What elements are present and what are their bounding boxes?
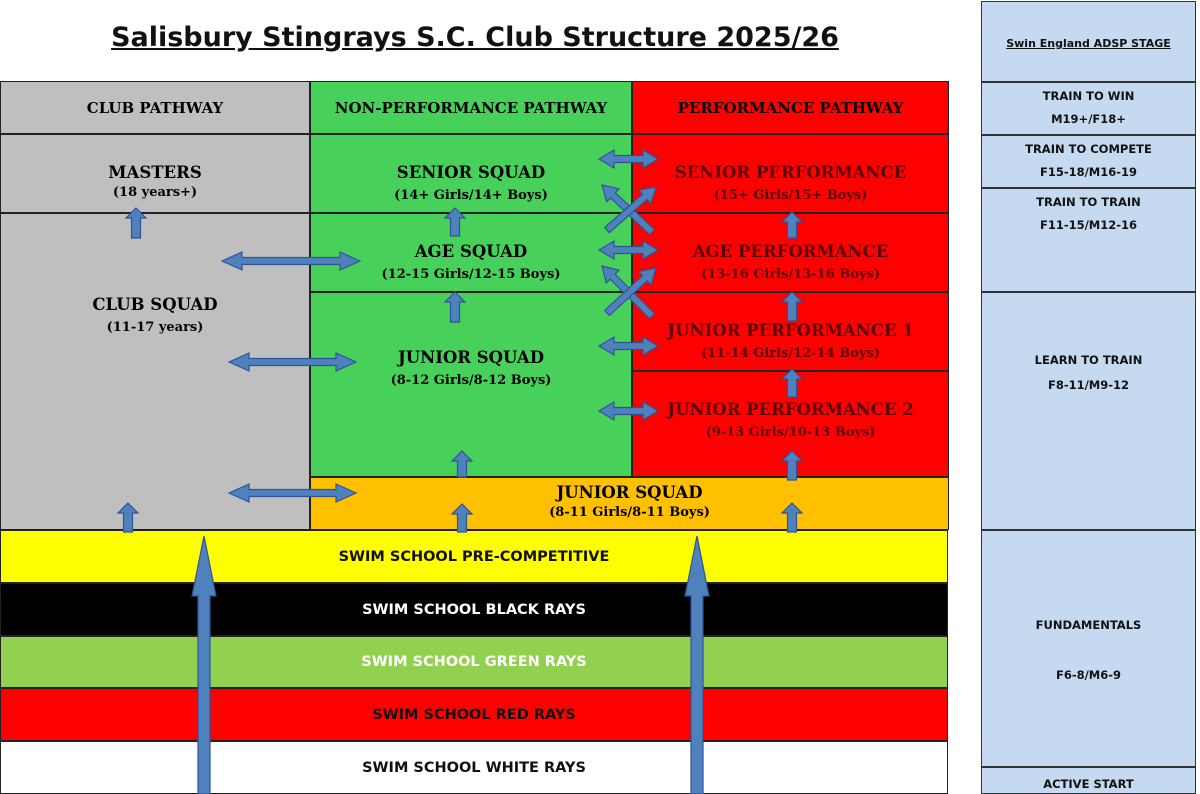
age-to-senior-squad-arrow <box>443 207 467 237</box>
senior-transfer-arrow <box>597 148 660 170</box>
stage-name: LEARN TO TRAIN <box>1034 353 1143 367</box>
stage-ages: F8-11/M9-12 <box>1047 378 1130 392</box>
stage-ages: F15-18/M16-19 <box>1039 165 1138 179</box>
age-squad-name: AGE SQUAD <box>414 242 528 261</box>
stage-name: FUNDAMENTALS <box>1035 618 1142 632</box>
entry-to-jp2-arrow <box>780 450 804 481</box>
age-squad-to-senior-performance-arrow <box>603 186 657 234</box>
junior-squad-ages: (8-12 Girls/8-12 Boys) <box>390 373 552 388</box>
swim-school-black-rays: SWIM SCHOOL BLACK RAYS <box>0 583 948 636</box>
senior-squad-box: SENIOR SQUAD (14+ Girls/14+ Boys) <box>310 134 632 213</box>
swim-school-long-arrow-right <box>684 535 710 794</box>
stage-ages: M19+/F18+ <box>1051 112 1126 126</box>
age-performance-name: AGE PERFORMANCE <box>692 242 889 261</box>
stage-name: TRAIN TO TRAIN <box>1036 195 1141 209</box>
age-squad-box: AGE SQUAD (12-15 Girls/12-15 Boys) <box>310 213 632 292</box>
junior1-transfer-arrow <box>597 335 660 357</box>
senior-squad-name: SENIOR SQUAD <box>396 163 546 182</box>
senior-performance-box: SENIOR PERFORMANCE (15+ Girls/15+ Boys) <box>632 134 949 213</box>
stage-ages: F6-8/M6-9 <box>1055 668 1122 682</box>
stage-ages: F11-15/M12-16 <box>1039 218 1138 232</box>
age-squad-ages: (12-15 Girls/12-15 Boys) <box>381 267 561 282</box>
header-club-pathway: CLUB PATHWAY <box>0 81 310 134</box>
club-junior-squad-transfer-arrow <box>227 352 358 372</box>
club-age-squad-transfer-arrow <box>220 251 362 271</box>
adsp-header-label: Swin England ADSP STAGE <box>1006 37 1171 50</box>
age-to-senior-performance-arrow <box>780 211 804 239</box>
swim-school-to-club-squad-arrow <box>116 502 140 533</box>
pathway-arrows <box>116 148 804 794</box>
adsp-stage-train-to-train: TRAIN TO TRAIN F11-15/M12-16 <box>981 188 1196 292</box>
adsp-stage-train-to-compete: TRAIN TO COMPETE F15-18/M16-19 <box>981 135 1196 188</box>
masters-box: MASTERS (18 years+) <box>0 134 310 213</box>
junior-performance-2-ages: (9-13 Girls/10-13 Boys) <box>705 425 876 440</box>
entry-to-junior-squad-arrow <box>450 450 474 478</box>
masters-name: MASTERS <box>108 163 202 182</box>
age-transfer-arrow <box>597 239 660 261</box>
masters-ages: (18 years+) <box>112 185 198 200</box>
club-junior-entry-transfer-arrow <box>227 483 358 503</box>
club-squad-name: CLUB SQUAD <box>92 295 218 314</box>
adsp-stage-active-start: ACTIVE START <box>981 767 1196 794</box>
jp1-to-age-performance-arrow <box>780 291 804 322</box>
club-squad-to-masters-arrow <box>124 207 148 239</box>
swim-school-long-arrow-left <box>191 535 217 794</box>
junior-performance-1-ages: (11-14 Girls/12-14 Boys) <box>701 346 880 361</box>
swim-school-green-rays: SWIM SCHOOL GREEN RAYS <box>0 636 948 688</box>
junior-performance-1-name: JUNIOR PERFORMANCE 1 <box>667 321 914 340</box>
swim-school-red-rays: SWIM SCHOOL RED RAYS <box>0 688 948 741</box>
senior-squad-ages: (14+ Girls/14+ Boys) <box>394 188 548 203</box>
junior-squad-to-age-performance-arrow <box>603 267 657 317</box>
adsp-header: Swin England ADSP STAGE <box>981 1 1196 82</box>
adsp-stage-learn-to-train: LEARN TO TRAIN F8-11/M9-12 <box>981 292 1196 530</box>
club-squad-box: CLUB SQUAD (11-17 years) <box>0 213 310 530</box>
senior-performance-name: SENIOR PERFORMANCE <box>674 163 907 182</box>
junior-squad-box: JUNIOR SQUAD (8-12 Girls/8-12 Boys) <box>310 292 632 477</box>
club-squad-ages: (11-17 years) <box>106 320 204 335</box>
swim-school-to-entry-right-arrow <box>780 502 804 533</box>
jp2-to-jp1-arrow <box>780 368 804 398</box>
swim-school-white-rays: SWIM SCHOOL WHITE RAYS <box>0 741 948 794</box>
junior-squad-name: JUNIOR SQUAD <box>397 348 545 367</box>
adsp-stage-train-to-win: TRAIN TO WIN M19+/F18+ <box>981 82 1196 135</box>
junior-squad-entry-ages: (8-11 Girls/8-11 Boys) <box>549 505 710 520</box>
header-non-performance-pathway: NON-PERFORMANCE PATHWAY <box>310 81 632 134</box>
stage-name: TRAIN TO COMPETE <box>1025 142 1152 156</box>
junior-performance-1-box: JUNIOR PERFORMANCE 1 (11-14 Girls/12-14 … <box>632 292 949 371</box>
stage-name: TRAIN TO WIN <box>1042 89 1135 103</box>
junior-performance-2-name: JUNIOR PERFORMANCE 2 <box>667 400 914 419</box>
adsp-stage-fundamentals: FUNDAMENTALS F6-8/M6-9 <box>981 530 1196 767</box>
senior-performance-ages: (15+ Girls/15+ Boys) <box>713 188 868 203</box>
junior-to-age-squad-arrow <box>443 291 467 323</box>
swim-school-pre-competitive: SWIM SCHOOL PRE-COMPETITIVE <box>0 530 948 583</box>
header-performance-pathway: PERFORMANCE PATHWAY <box>632 81 949 134</box>
stage-name: ACTIVE START <box>1043 777 1134 791</box>
junior2-transfer-arrow <box>597 400 660 422</box>
junior-squad-entry-name: JUNIOR SQUAD <box>556 483 703 502</box>
page-title: Salisbury Stingrays S.C. Club Structure … <box>111 22 839 53</box>
age-performance-ages: (13-16 Girls/13-16 Boys) <box>701 267 880 282</box>
junior-squad-entry-box: JUNIOR SQUAD (8-11 Girls/8-11 Boys) <box>310 477 949 530</box>
swim-school-to-entry-left-arrow <box>450 503 474 533</box>
